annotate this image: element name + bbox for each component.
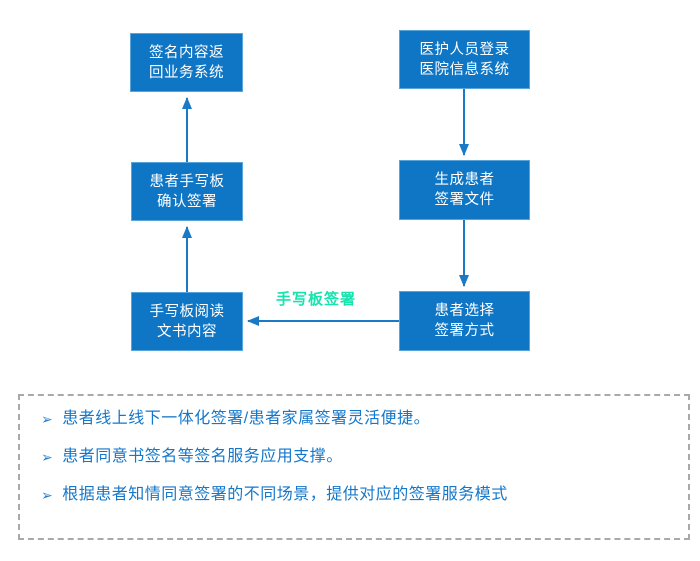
arrowhead-bullet-icon: ➢ (41, 411, 54, 427)
node-text-line: 手写板阅读 (149, 303, 225, 320)
note-text: 根据患者知情同意签署的不同场景，提供对应的签署服务模式 (62, 486, 508, 503)
node-text-line: 患者选择 (434, 303, 495, 319)
flow-node-generate-sign-file: 生成患者 签署文件 (399, 160, 530, 220)
arrowhead-bullet-icon: ➢ (41, 487, 54, 503)
note-item: ➢ 根据患者知情同意签署的不同场景，提供对应的签署服务模式 (30, 485, 674, 505)
edge-label-handwriting-sign: 手写板签署 (276, 291, 357, 308)
flow-node-staff-login: 医护人员登录 医院信息系统 (399, 30, 530, 89)
node-text-line: 医院信息系统 (419, 61, 510, 78)
node-text-line: 生成患者 (434, 172, 495, 188)
note-text: 患者同意书签名等签名服务应用支撑。 (62, 448, 343, 465)
node-text-line: 文书内容 (157, 323, 217, 340)
node-text-line: 回业务系统 (149, 64, 224, 81)
node-text-line: 签署文件 (434, 192, 495, 208)
note-item: ➢ 患者线上线下一体化签署/患者家属签署灵活便捷。 (30, 409, 674, 429)
note-text: 患者线上线下一体化签署/患者家属签署灵活便捷。 (62, 410, 431, 427)
note-item: ➢ 患者同意书签名等签名服务应用支撑。 (30, 447, 674, 467)
arrowhead-bullet-icon: ➢ (41, 449, 54, 465)
node-text-line: 签名内容返 (149, 44, 224, 61)
flow-node-tablet-confirm-sign: 患者手写板 确认签署 (131, 162, 243, 221)
notes-panel: ➢ 患者线上线下一体化签署/患者家属签署灵活便捷。 ➢ 患者同意书签名等签名服务… (18, 394, 690, 540)
node-text-line: 医护人员登录 (419, 41, 510, 58)
flow-node-choose-sign-method: 患者选择 签署方式 (399, 291, 530, 351)
flow-node-tablet-read-doc: 手写板阅读 文书内容 (131, 292, 243, 351)
node-text-line: 患者手写板 (149, 173, 225, 190)
node-text-line: 确认签署 (157, 193, 217, 210)
node-text-line: 签署方式 (434, 323, 495, 339)
flow-node-sign-content-return: 签名内容返 回业务系统 (130, 33, 243, 92)
